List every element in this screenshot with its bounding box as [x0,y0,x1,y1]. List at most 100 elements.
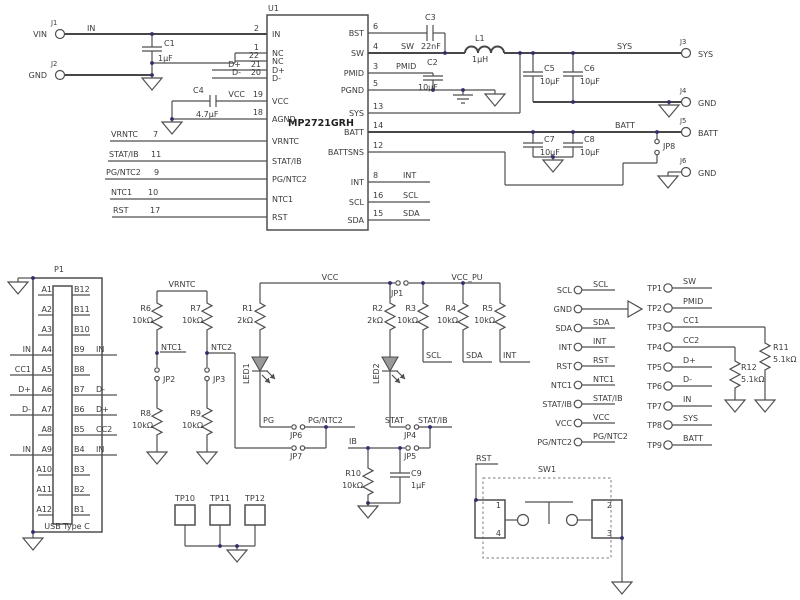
jumper-jp2 [154,367,160,373]
junction-dot [431,88,435,92]
resistor-r7 [200,300,214,333]
label-components-r11-ref: R11 [773,343,789,352]
label-nets-pg: PG [263,416,274,425]
label-components-r1-ref: R1 [242,304,253,313]
p1-inner-body [52,285,73,525]
label-u1-left_pins-9-net: PG/NTC2 [106,168,141,177]
label-testpoints-tps-3-ref: TP4 [646,343,662,352]
label-testpoints-tp11-ref: TP11 [209,494,230,503]
label-header-rows-7-net: VCC [593,413,610,422]
label-nets-ib: IB [349,437,357,446]
capacitor-c7 [523,142,543,148]
label-components-c8-val: 10µF [580,148,600,157]
label-p1-rows-3-a: A4 [41,345,52,354]
label-u1-left_pins-4-name: D- [272,74,281,83]
jumper-jp3 [204,375,210,382]
label-nets-scl: SCL [426,351,442,360]
label-p1-rows-11-a: A12 [36,505,52,514]
label-components-r6-val: 10kΩ [132,316,153,325]
label-components-r8-val: 10kΩ [132,421,153,430]
junction-dot [398,446,402,450]
label-connectors-j3-ref: J3 [679,38,686,46]
label-testpoints-tps-0-net: SW [683,277,696,286]
label-u1-right_pins-8-num: 16 [373,191,383,200]
testpoint-tp4 [663,342,673,352]
label-p1-rows-9-b: B3 [74,465,85,474]
label-header-rows-8-label: PG/NTC2 [537,438,572,447]
label-components-r4-val: 10kΩ [437,316,458,325]
label-u1-left_pins-8-name: STAT/IB [272,157,302,166]
jumper-jp1 [395,280,401,286]
label-components-r2-ref: R2 [372,304,383,313]
label-testpoints-tps-4-net: D+ [683,356,696,365]
junction-dot [218,544,222,548]
label-nets-pg_ntc2: PG/NTC2 [308,416,343,425]
label-sw1-pins-p3: 3 [607,529,612,538]
label-u1-right_pins-1-name: SW [351,49,364,58]
testpoint-tp9 [663,440,673,450]
label-nets-stat_ib: STAT/IB [418,416,448,425]
testpoint-tp1 [663,283,673,293]
jumper-jp7 [291,445,297,451]
label-testpoints-tps-0-ref: TP1 [646,284,662,293]
label-u1-right_pins-2-net: PMID [396,62,416,71]
resistor-r1 [253,300,267,333]
label-u1-left_pins-10-num: 10 [148,188,158,197]
label-u1-ref: U1 [268,4,279,13]
resistor-r3 [416,300,430,333]
label-components-c5-ref: C5 [544,64,555,73]
ground-icon [753,399,777,413]
ground-icon [145,451,169,465]
label-u1-left_pins-11-num: 17 [150,206,160,215]
label-u1-left_pins-3-net: D+ [228,60,241,69]
ground-icon [195,451,219,465]
header-pin-1 [573,304,583,314]
label-nets-vcc_pu: VCC_PU [451,273,482,282]
label-testpoints-tps-5-net: D- [683,375,692,384]
label-components-c3-val: 22nF [421,42,441,51]
label-p1-rows-2-b: B10 [74,325,90,334]
testpoint-tp3 [663,322,673,332]
label-p1-rows-5-b: B7 [74,385,85,394]
label-p1-rows-0-b: B12 [74,285,90,294]
label-jumpers-jp7: JP7 [289,452,302,461]
ground-icon [657,104,681,118]
label-u1-left_pins-2-num: 22 [249,51,259,60]
label-p1-rows-3-b: B9 [74,345,85,354]
label-components-r7-ref: R7 [190,304,201,313]
label-header-rows-2-net: SDA [593,318,610,327]
ground-icon [6,281,30,295]
label-connectors-j6-ref: J6 [679,157,686,165]
label-testpoints-tps-4-ref: TP5 [646,363,662,372]
label-u1-right_pins-0-num: 6 [373,22,378,31]
ground-icon [723,399,747,413]
label-u1-left_pins-9-num: 9 [154,168,159,177]
label-connectors-j2-name: GND [29,71,47,80]
jumper-jp5 [413,445,420,451]
ground-icon [160,121,184,135]
label-u1-left_pins-6-name: AGND [272,115,296,124]
label-p1-rows-8-bnet: IN [96,445,104,454]
label-p1-rows-6-bnet: D+ [96,405,109,414]
label-u1-left_pins-11-name: RST [272,213,288,222]
ground-icon [610,581,634,595]
junction-dot [366,446,370,450]
ground-icon [356,505,380,519]
label-header-rows-6-net: STAT/IB [593,394,623,403]
junction-dot [461,88,465,92]
label-testpoints-tps-6-ref: TP7 [646,402,662,411]
ground-icon [656,175,680,189]
capacitor-c1 [142,46,162,52]
testpoint-tp8 [663,420,673,430]
label-u1-left_pins-8-num: 11 [151,150,161,159]
led2-diode-arrowhead [394,377,400,383]
label-p1-rows-8-a: A9 [41,445,52,454]
label-header-rows-3-label: INT [559,343,572,352]
label-connectors-j4-ref: J4 [679,87,686,95]
label-components-c5-val: 10µF [540,77,560,86]
tp10-pad [174,504,196,526]
label-testpoints-tps-8-ref: TP9 [646,441,662,450]
label-u1-right_pins-7-name: INT [351,178,364,187]
label-u1-left_pins-0-num: 2 [254,24,259,33]
label-u1-left_pins-3-num: 21 [251,60,261,69]
